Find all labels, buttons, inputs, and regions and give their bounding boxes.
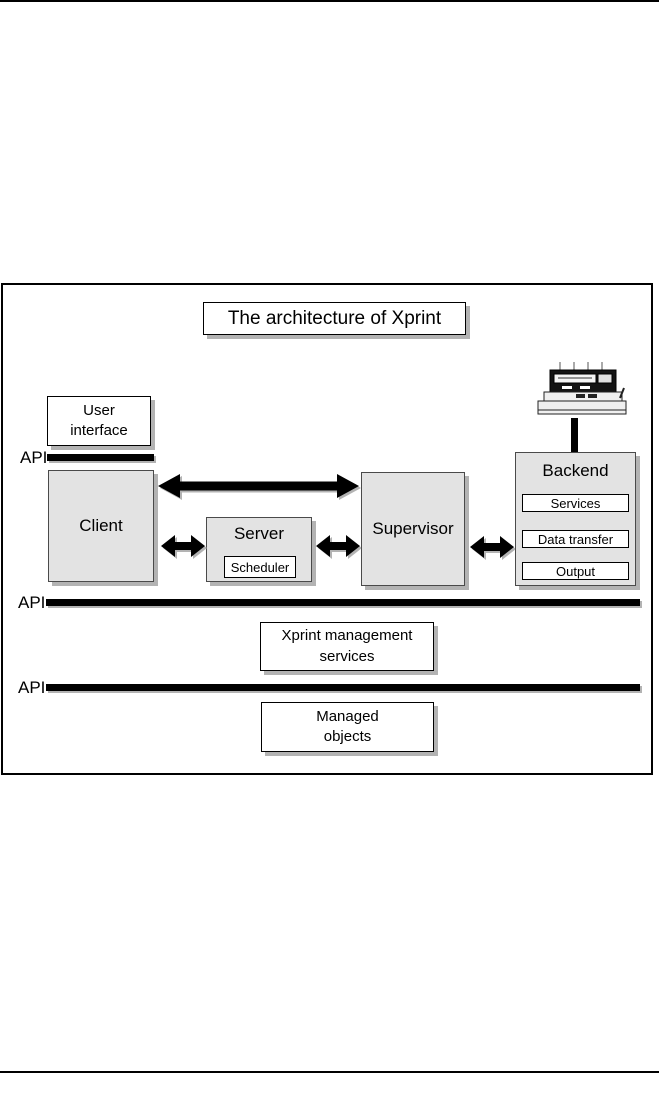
- backend-label: Backend: [542, 461, 609, 480]
- xprint-management-label-line2: services: [319, 647, 375, 665]
- scheduler-subnode: Scheduler: [224, 556, 296, 578]
- user-interface-label-line2: interface: [70, 422, 128, 439]
- scheduler-label: Scheduler: [230, 559, 290, 575]
- printer-icon: [537, 362, 627, 415]
- diagram-title-box: The architecture of Xprint: [203, 302, 466, 335]
- backend-sub-services: Services: [522, 494, 629, 512]
- supervisor-node: Supervisor: [361, 472, 465, 586]
- managed-objects-label-line1: Managed: [316, 707, 379, 725]
- api-line-1: [47, 454, 154, 461]
- user-interface-label-line1: User: [83, 401, 115, 419]
- printer-connector-line: [571, 418, 578, 454]
- data-transfer-label: Data transfer: [537, 531, 614, 547]
- server-node: Server Scheduler: [206, 517, 312, 582]
- managed-objects-node: Managed objects: [261, 702, 434, 752]
- backend-sub-output: Output: [522, 562, 629, 580]
- xprint-management-node: Xprint management services: [260, 622, 434, 671]
- client-node: Client: [48, 470, 154, 582]
- arrow-client-supervisor: [158, 474, 359, 498]
- server-label: Server: [233, 524, 285, 543]
- managed-objects-label-line2: objects: [323, 728, 372, 745]
- xprint-management-label-line1: Xprint management: [281, 627, 413, 645]
- header-rule: [0, 0, 659, 2]
- api-label-1: API: [20, 448, 48, 467]
- diagram-title: The architecture of Xprint: [227, 307, 442, 329]
- output-label: Output: [555, 563, 596, 579]
- footer-rule: [0, 1071, 659, 1073]
- api-line-3: [46, 684, 640, 691]
- client-label: Client: [79, 516, 123, 535]
- user-interface-node: User interface: [47, 396, 151, 446]
- api-label-2: API: [18, 593, 46, 612]
- arrow-supervisor-backend: [470, 536, 514, 558]
- api-label-3: API: [18, 678, 46, 697]
- services-label: Services: [550, 495, 601, 511]
- supervisor-label: Supervisor: [372, 519, 454, 538]
- arrow-server-supervisor: [316, 535, 360, 557]
- arrow-client-server: [161, 535, 205, 557]
- backend-node: Backend Services Data transfer Output: [515, 452, 636, 586]
- backend-sub-data-transfer: Data transfer: [522, 530, 629, 548]
- api-line-2: [46, 599, 640, 606]
